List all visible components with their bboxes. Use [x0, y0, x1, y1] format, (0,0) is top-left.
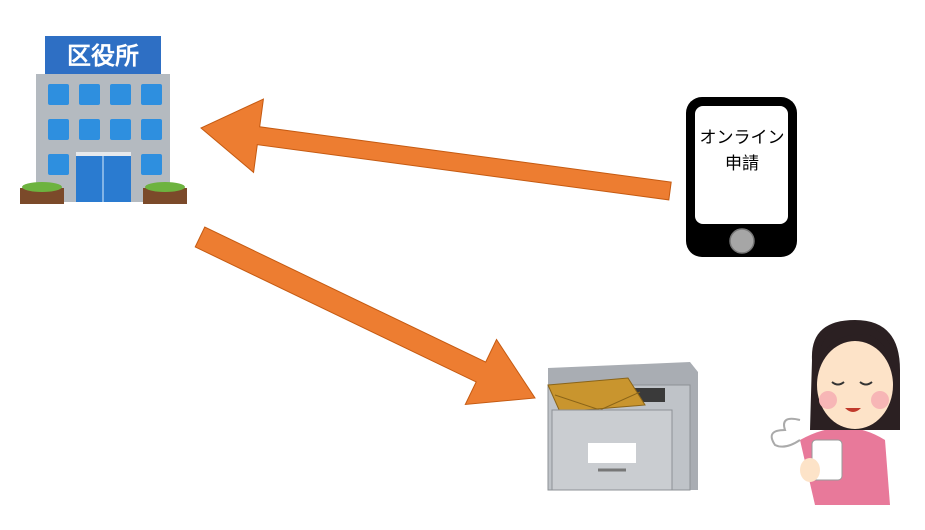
arrow-phone-to-city-hall [200, 98, 672, 201]
building-sign: 区役所 [67, 42, 139, 70]
window [48, 84, 69, 105]
window [110, 119, 131, 140]
window [141, 84, 162, 105]
mailbox-icon [547, 362, 698, 491]
window [48, 119, 69, 140]
window [79, 84, 100, 105]
phone-text-line2: 申請 [725, 154, 759, 174]
city-hall-building-icon: 区役所 [20, 36, 187, 204]
online-application-label: オンライン 申請 [692, 125, 792, 177]
window [110, 84, 131, 105]
window [141, 154, 162, 175]
smartphone-icon [686, 97, 797, 257]
window [141, 119, 162, 140]
woman-drinking-icon [770, 320, 900, 505]
phone-text-line1: オンライン [699, 128, 785, 148]
window [48, 154, 69, 175]
window [79, 119, 100, 140]
arrow-city-hall-to-mailbox [194, 226, 536, 406]
